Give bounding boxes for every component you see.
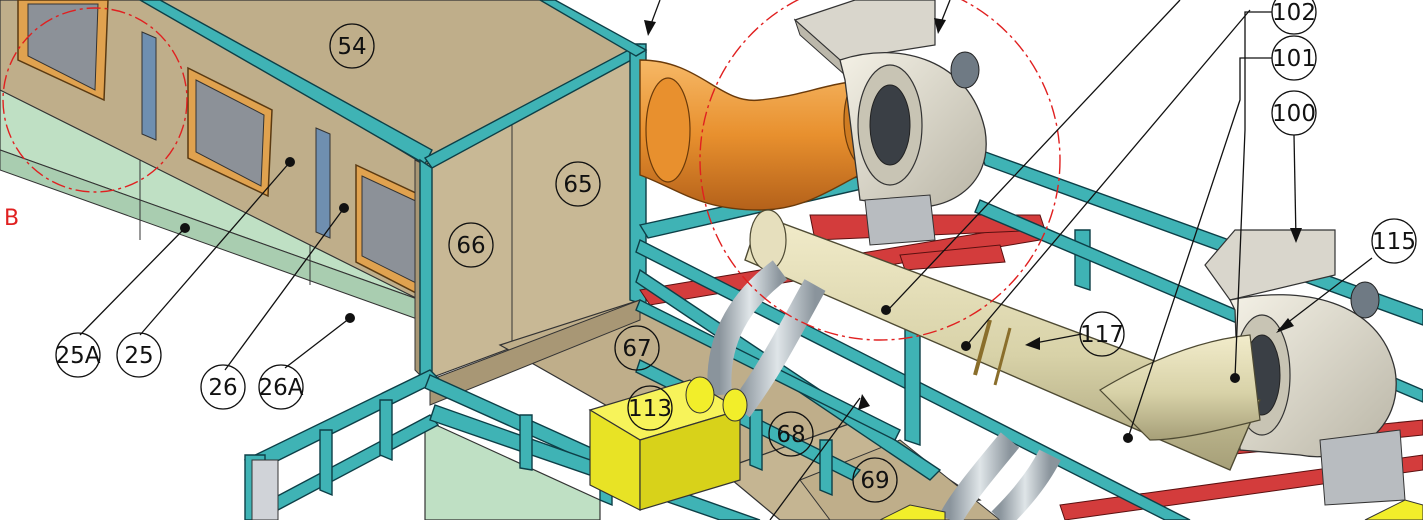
- callout-26a: 26A: [258, 364, 304, 410]
- fan-1: [793, 0, 987, 246]
- yellow-box-113: [588, 376, 748, 511]
- detail-circle-b: [699, 0, 1061, 341]
- svg-text:66: 66: [456, 233, 485, 259]
- callout-66: 66: [448, 222, 494, 268]
- svg-text:68: 68: [776, 422, 805, 448]
- svg-text:115: 115: [1372, 229, 1416, 255]
- detail-circle-a: [2, 7, 188, 193]
- callout-67: 67: [614, 325, 660, 371]
- svg-text:26A: 26A: [258, 375, 303, 401]
- callout-69: 69: [852, 457, 898, 503]
- callout-26: 26: [200, 364, 246, 410]
- callout-101: 101: [1271, 35, 1317, 81]
- yellow-box-3: [1364, 499, 1423, 520]
- svg-text:26: 26: [208, 375, 237, 401]
- svg-text:100: 100: [1272, 101, 1316, 127]
- svg-text:25A: 25A: [55, 343, 100, 369]
- svg-text:54: 54: [337, 34, 366, 60]
- callout-117: 117: [1079, 311, 1125, 357]
- leader-dots: [180, 18, 1302, 443]
- svg-text:113: 113: [628, 396, 672, 422]
- svg-text:67: 67: [622, 336, 651, 362]
- svg-text:25: 25: [124, 343, 153, 369]
- callout-115: 115: [1371, 218, 1417, 264]
- svg-text:69: 69: [860, 468, 889, 494]
- callout-113: 113: [627, 385, 673, 431]
- svg-text:101: 101: [1272, 46, 1316, 72]
- svg-text:65: 65: [563, 172, 592, 198]
- callout-25: 25: [116, 332, 162, 378]
- svg-text:117: 117: [1080, 322, 1124, 348]
- svg-text:102: 102: [1272, 0, 1316, 26]
- callout-25a: 25A: [55, 332, 101, 378]
- flex-hoses: [707, 260, 1061, 520]
- lower-green-panel: [424, 419, 601, 520]
- cabinet-frame: [138, 0, 648, 387]
- yellow-box-2: [879, 504, 946, 520]
- callouts: 54 65 66 67 68 69 25A 25 26 26A 102 101 …: [55, 0, 1417, 503]
- section-marker: B: [4, 206, 19, 231]
- callout-102: 102: [1271, 0, 1317, 35]
- callout-65: 65: [555, 161, 601, 207]
- callout-100: 100: [1271, 90, 1317, 136]
- callout-68: 68: [768, 411, 814, 457]
- main-pipe: [744, 209, 1261, 471]
- leader-lines: [79, 0, 1373, 520]
- callout-54: 54: [329, 23, 375, 69]
